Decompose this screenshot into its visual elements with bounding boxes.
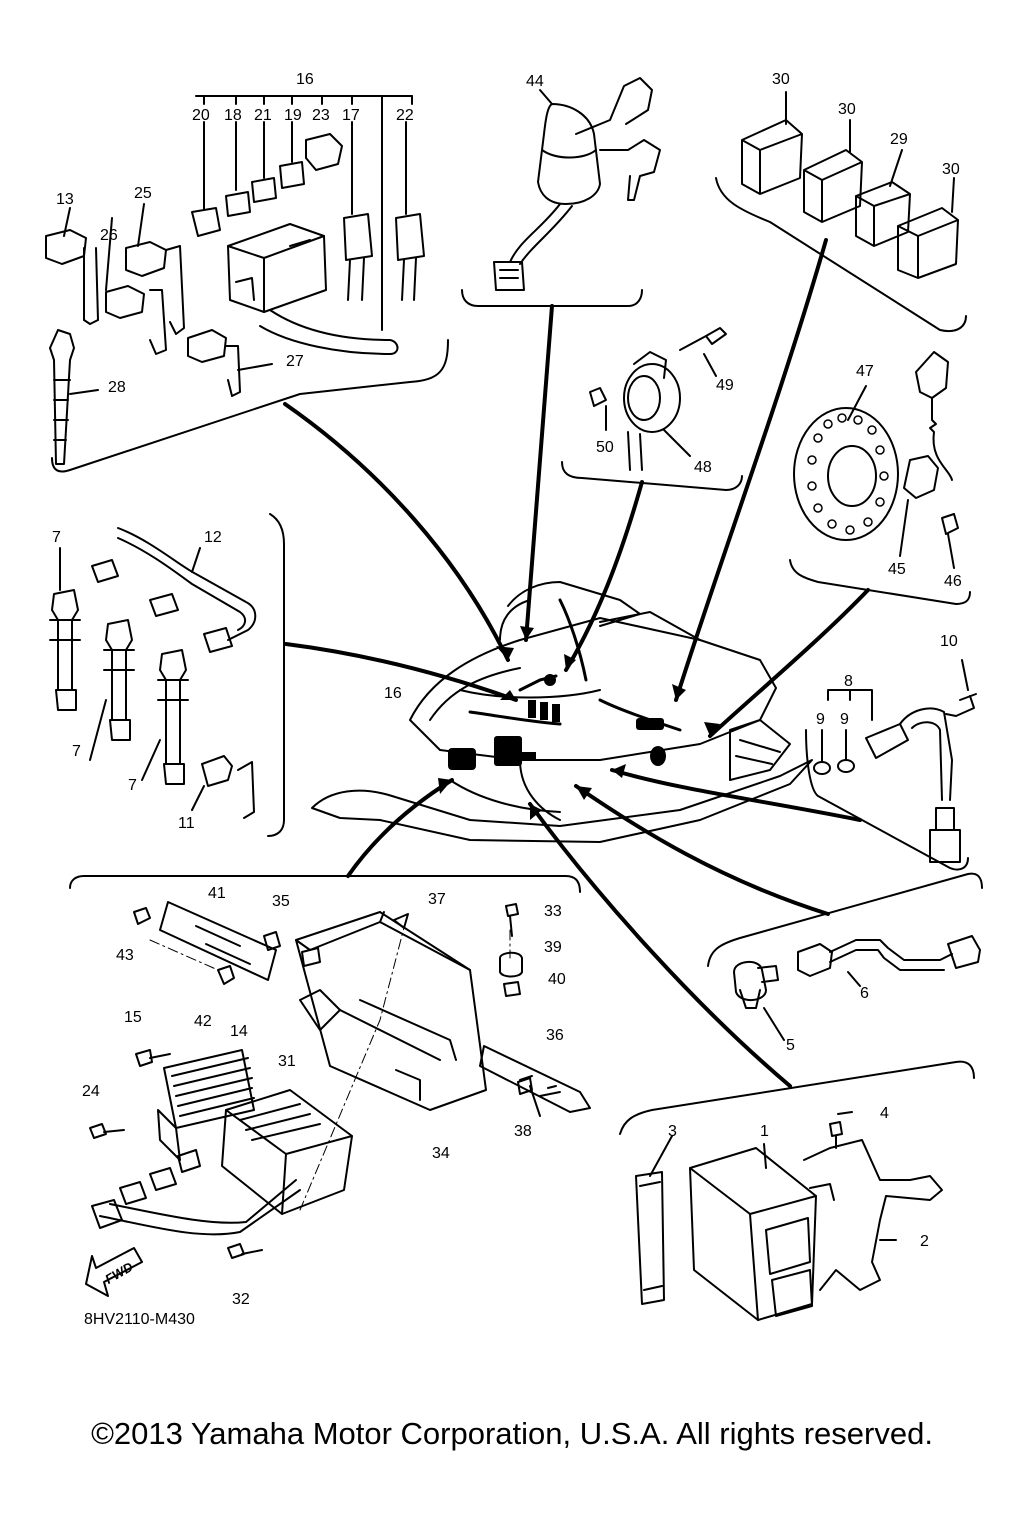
callout-10: 10	[940, 633, 958, 650]
callout-18: 18	[224, 107, 242, 124]
callout-26: 26	[100, 227, 118, 244]
callout-41: 41	[208, 885, 226, 902]
callout-12: 12	[204, 529, 222, 546]
copyright-notice: ©2013 Yamaha Motor Corporation, U.S.A. A…	[91, 1416, 933, 1451]
callout-45: 45	[888, 561, 906, 578]
panel-buzzer-border	[561, 461, 743, 491]
ecu-bracket-drawing	[85, 901, 591, 1297]
panel-ignition-coils-border	[267, 513, 285, 837]
callout-22: 22	[396, 107, 414, 124]
callout-30-c: 30	[942, 161, 960, 178]
callout-labels: 16 20 18 21 19 23 17 22 13 25 26 27 28 4…	[52, 71, 962, 1308]
leader-ignition	[524, 304, 554, 642]
ignition-switch-drawing	[493, 77, 661, 291]
callout-33: 33	[544, 903, 562, 920]
callout-6: 6	[860, 985, 869, 1002]
leader-switch	[574, 784, 830, 916]
callout-2: 2	[920, 1233, 929, 1250]
callout-28: 28	[108, 379, 126, 396]
callout-1: 1	[760, 1123, 769, 1140]
callout-47: 47	[856, 363, 874, 380]
leader-ecu	[528, 802, 792, 1088]
leader-buzzer	[564, 480, 644, 672]
panel-relays-border	[715, 177, 967, 332]
callout-40: 40	[548, 971, 566, 988]
callout-36: 36	[546, 1027, 564, 1044]
callout-5: 5	[786, 1037, 795, 1054]
callout-34: 34	[432, 1145, 450, 1162]
callout-46: 46	[944, 573, 962, 590]
ignition-coils-drawing	[49, 527, 257, 819]
ecu-drawing	[635, 1111, 943, 1321]
callout-37: 37	[428, 891, 446, 908]
callout-42: 42	[194, 1013, 212, 1030]
callout-21: 21	[254, 107, 272, 124]
callout-48: 48	[694, 459, 712, 476]
callout-17: 17	[342, 107, 360, 124]
callout-8: 8	[844, 673, 853, 690]
callout-24: 24	[82, 1083, 100, 1100]
panel-switch-border	[707, 872, 983, 967]
callout-16-top: 16	[296, 71, 314, 88]
callout-29: 29	[890, 131, 908, 148]
callout-30-b: 30	[838, 101, 856, 118]
buzzer-drawing	[589, 327, 727, 471]
callout-3: 3	[668, 1123, 677, 1140]
callout-38: 38	[514, 1123, 532, 1140]
callout-20: 20	[192, 107, 210, 124]
callout-50: 50	[596, 439, 614, 456]
fuse-box-drawing	[45, 95, 425, 465]
callout-49: 49	[716, 377, 734, 394]
panel-speed-sensor-border	[805, 729, 969, 871]
callout-23: 23	[312, 107, 330, 124]
callout-9-a: 9	[816, 711, 825, 728]
panel-ecu-bracket-border	[69, 875, 581, 893]
diagram-code: 8HV2110-M430	[84, 1311, 195, 1328]
callout-14: 14	[230, 1023, 248, 1040]
callout-9-b: 9	[840, 711, 849, 728]
callout-44: 44	[526, 73, 544, 90]
leader-coils	[284, 642, 518, 702]
callout-31: 31	[278, 1053, 296, 1070]
callout-7-c: 7	[128, 777, 137, 794]
relays-drawing	[741, 91, 959, 279]
snowmobile-drawing	[311, 581, 813, 843]
callout-7-a: 7	[52, 529, 61, 546]
sensor-disc-drawing	[793, 351, 959, 569]
callout-30-a: 30	[772, 71, 790, 88]
callout-7-b: 7	[72, 743, 81, 760]
callout-43: 43	[116, 947, 134, 964]
callout-35: 35	[272, 893, 290, 910]
callout-13: 13	[56, 191, 74, 208]
callout-16-mid: 16	[384, 685, 402, 702]
panel-ecu-border	[619, 1060, 975, 1135]
callout-39: 39	[544, 939, 562, 956]
panel-sensor-disc-border	[789, 559, 971, 605]
callout-32: 32	[232, 1291, 250, 1308]
callout-15: 15	[124, 1009, 142, 1026]
speed-sensor-drawing	[813, 659, 977, 863]
callout-25: 25	[134, 185, 152, 202]
panel-fuse-box-border	[51, 339, 449, 473]
callout-19: 19	[284, 107, 302, 124]
leader-ecu-bracket	[346, 778, 454, 878]
leader-relays	[674, 238, 828, 702]
switch-drawing	[733, 935, 981, 1041]
panel-ignition-border	[461, 289, 643, 307]
leader-fuse-box	[283, 402, 510, 662]
callout-11: 11	[178, 815, 195, 832]
leader-sensor-disc	[708, 588, 870, 738]
callout-4: 4	[880, 1105, 889, 1122]
callout-27: 27	[286, 353, 304, 370]
